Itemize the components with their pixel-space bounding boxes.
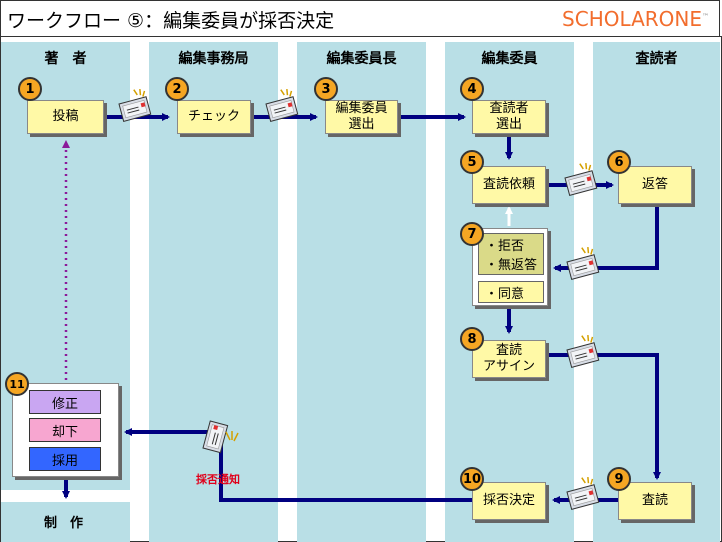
step-badge-8: 8	[460, 327, 484, 351]
node-submit-label: 投稿	[52, 108, 79, 124]
node-decision-label: 採否決定	[482, 492, 535, 508]
mail-glow-icon	[225, 431, 239, 442]
mail-icon	[566, 335, 600, 368]
node-response-label: 返答	[641, 176, 668, 192]
step-badge-10: 10	[460, 467, 484, 491]
node-review-assign: 査読アサイン	[472, 340, 546, 378]
option-reject-label: ・拒否	[485, 239, 525, 254]
node-select-reviewer-line2: 選出	[495, 117, 522, 132]
node-select-editor-line1: 編集委員	[335, 100, 388, 116]
lane-header-author: 著 者	[44, 51, 87, 67]
option-accept-label: ・同意	[485, 286, 525, 302]
scholarone-logo: SCHOLARONE™	[562, 7, 709, 31]
decision-notice-label: 採否通知	[196, 473, 240, 486]
step-badge-6: 6	[607, 150, 631, 174]
step-badge-11: 11	[5, 372, 29, 396]
step-badge-9: 9	[607, 467, 631, 491]
step-badge-2: 2	[165, 77, 189, 101]
node-submit: 投稿	[27, 100, 104, 134]
node-check-text: チェック	[187, 108, 240, 124]
node-select-editor-line2: 選出	[348, 117, 375, 132]
outcome-reject: 却下	[29, 418, 101, 442]
lane-header-editor-in-chief: 編集委員長	[326, 51, 397, 67]
arrow-6-7	[553, 205, 659, 272]
outcome-revise: 修正	[29, 390, 101, 414]
node-review-assign-line1: 査読	[495, 342, 522, 358]
node-decision: 採否決定	[472, 482, 546, 520]
node-decision-outcome: 修正 却下 採用	[12, 383, 119, 477]
title-bar: ワークフロー ⑤：編集委員が採否決定 SCHOLARONE™	[0, 0, 720, 36]
logo-trademark: ™	[702, 12, 709, 21]
arrow-8-9	[546, 353, 661, 480]
lane-header-editor: 編集委員	[481, 51, 538, 67]
option-no-response-label: ・無返答	[485, 258, 538, 273]
node-select-reviewer: 査読者選出	[472, 100, 546, 134]
step-badge-4: 4	[460, 77, 484, 101]
node-response: 返答	[618, 166, 692, 204]
mail-icon	[265, 89, 299, 122]
node-review-assign-line2: アサイン	[482, 359, 535, 374]
node-check: 2チェック	[177, 100, 251, 134]
node-review-label: 査読	[641, 492, 668, 508]
step-badge-7: 7	[460, 222, 484, 246]
node-select-editor: 編集委員選出	[325, 100, 398, 134]
node-review: 査読	[618, 482, 692, 520]
node-select-reviewer-line1: 査読者	[489, 100, 529, 116]
lane-header-reviewer: 査読者	[635, 51, 678, 67]
arrow-10-11	[124, 428, 472, 502]
mail-icon	[202, 420, 229, 454]
logo-text: SCHOLARONE	[562, 7, 702, 31]
step-badge-1: 1	[18, 77, 42, 101]
mail-icon	[564, 163, 598, 196]
option-reject-no-response: ・拒否・無返答	[478, 233, 544, 275]
node-response-options: ・拒否・無返答 ・同意	[472, 228, 548, 306]
mail-icon	[566, 477, 600, 510]
lane-header-editorial-office: 編集事務局	[178, 51, 249, 67]
page-title: ワークフロー ⑤：編集委員が採否決定	[7, 10, 335, 32]
node-review-request-label: 査読依頼	[482, 176, 535, 192]
production-label: 制 作	[44, 516, 84, 531]
option-accept: ・同意	[478, 281, 544, 303]
step-badge-5: 5	[460, 150, 484, 174]
node-review-request: 査読依頼	[472, 166, 546, 204]
step-badge-3: 3	[314, 77, 338, 101]
mail-icon	[118, 89, 152, 122]
outcome-accept: 採用	[29, 447, 101, 471]
mail-icon	[566, 247, 600, 280]
